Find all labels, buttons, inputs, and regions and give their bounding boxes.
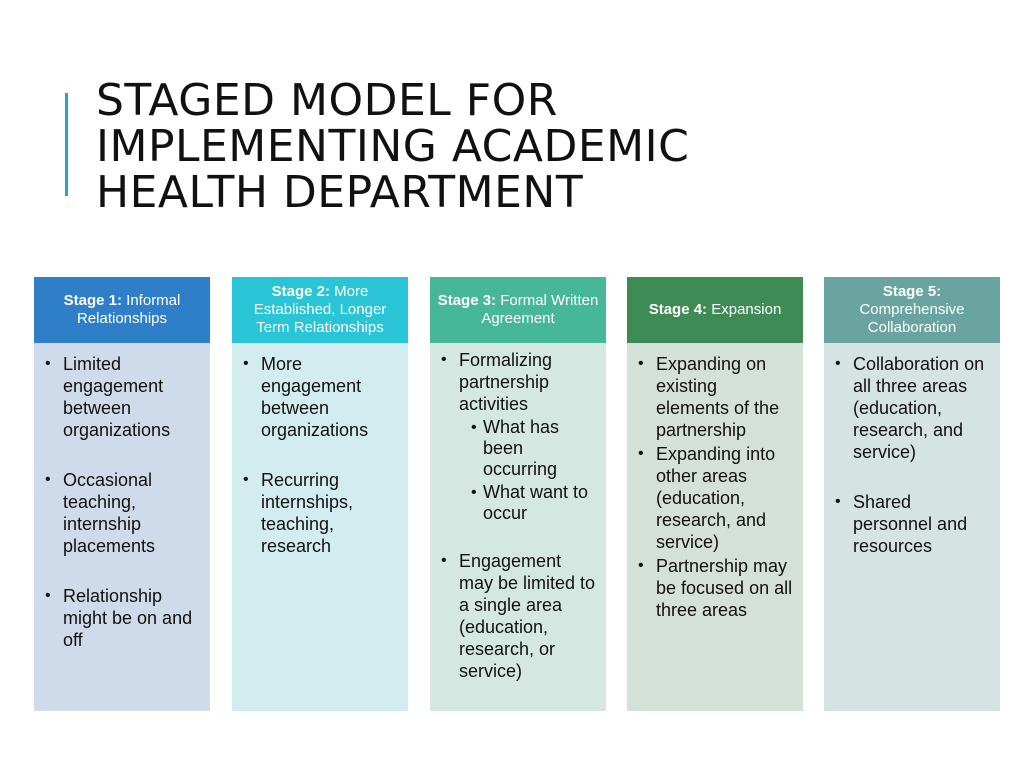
sub-list-item: What has been occurring: [459, 417, 596, 480]
stage-3-label: Stage 3:: [437, 292, 497, 309]
list-item: Expanding into other areas (education, r…: [635, 443, 793, 553]
stage-5-name: Comprehensive Collaboration: [859, 301, 965, 336]
stage-1-label: Stage 1:: [63, 292, 122, 309]
page-title: STAGED MODEL FOR IMPLEMENTING ACADEMIC H…: [96, 78, 856, 216]
list-item: Expanding on existing elements of the pa…: [635, 353, 793, 441]
stage-1-header: Stage 1: Informal Relationships: [34, 277, 210, 343]
stage-4-name: Expansion: [711, 301, 782, 318]
stage-2-name: More Established, Longer Term Relationsh…: [253, 283, 387, 336]
stage-3-header: Stage 3: Formal Written Agreement: [430, 277, 606, 343]
stage-5-header: Stage 5: Comprehensive Collaboration: [824, 277, 1000, 343]
list-item: Limited engagement between organizations: [42, 353, 200, 441]
stage-4-label: Stage 4:: [648, 301, 708, 318]
stage-2-column: Stage 2: More Established, Longer Term R…: [232, 277, 408, 711]
stage-2-header: Stage 2: More Established, Longer Term R…: [232, 277, 408, 343]
list-item: Relationship might be on and off: [42, 585, 200, 651]
list-item: More engagement between organizations: [240, 353, 398, 441]
list-item: Occasional teaching, internship placemen…: [42, 469, 200, 557]
list-item: Collaboration on all three areas (educat…: [832, 353, 990, 463]
title-accent-bar: [65, 93, 68, 196]
list-item: Recurring internships, teaching, researc…: [240, 469, 398, 557]
stage-5-label: Stage 5:: [882, 283, 942, 300]
stage-1-column: Stage 1: Informal Relationships Limited …: [34, 277, 210, 711]
stage-4-body: Expanding on existing elements of the pa…: [627, 343, 803, 711]
stage-1-name: Informal Relationships: [76, 292, 181, 327]
list-item: Engagement may be limited to a single ar…: [438, 550, 596, 682]
title-line: STAGED MODEL FOR: [96, 75, 558, 126]
stage-5-body: Collaboration on all three areas (educat…: [824, 343, 1000, 711]
stage-2-label: Stage 2:: [271, 283, 330, 300]
list-item: Partnership may be focused on all three …: [635, 555, 793, 621]
stage-3-column: Stage 3: Formal Written Agreement Formal…: [430, 277, 606, 711]
list-item: Formalizing partnership activities What …: [438, 349, 596, 524]
stage-1-body: Limited engagement between organizations…: [34, 343, 210, 711]
stage-4-header: Stage 4: Expansion: [627, 277, 803, 343]
stage-3-name: Formal Written Agreement: [481, 292, 599, 327]
stage-3-body: Formalizing partnership activities What …: [430, 343, 606, 711]
title-line: HEALTH DEPARTMENT: [96, 167, 584, 218]
list-item: Shared personnel and resources: [832, 491, 990, 557]
stage-5-column: Stage 5: Comprehensive Collaboration Col…: [824, 277, 1000, 711]
sub-list-item: What want to occur: [459, 482, 596, 524]
list-item-text: Formalizing partnership activities: [459, 350, 553, 414]
title-line: IMPLEMENTING ACADEMIC: [96, 121, 690, 172]
stage-2-body: More engagement between organizations Re…: [232, 343, 408, 711]
stage-4-column: Stage 4: Expansion Expanding on existing…: [627, 277, 803, 711]
